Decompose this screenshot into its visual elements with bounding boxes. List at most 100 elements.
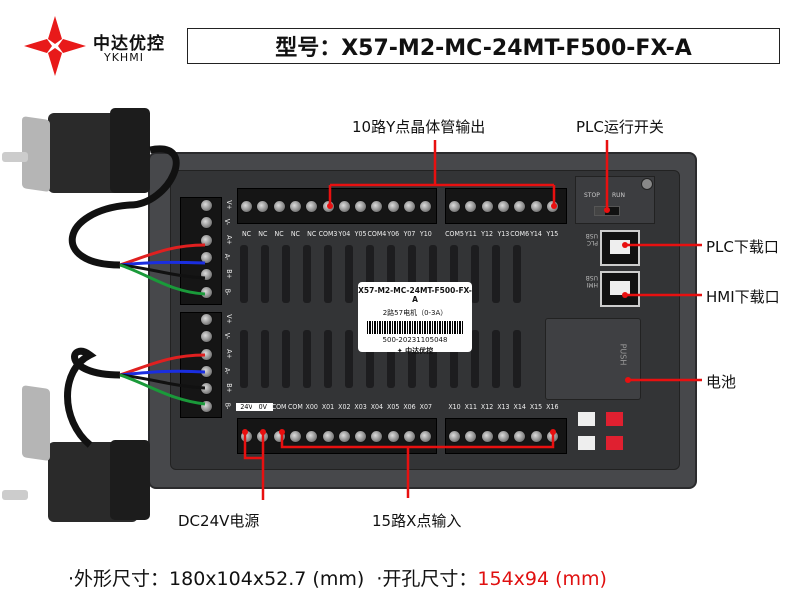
terminal-screw[interactable] bbox=[419, 430, 433, 443]
terminal-screw[interactable] bbox=[337, 430, 351, 443]
terminal-screw[interactable] bbox=[496, 430, 510, 443]
terminal-x-label: COM bbox=[271, 403, 287, 411]
motor-terminal-screw[interactable] bbox=[200, 199, 213, 212]
vent-slot bbox=[513, 330, 521, 388]
terminal-screw[interactable] bbox=[337, 200, 351, 213]
callout-y-output: 10路Y点晶体管输出 bbox=[352, 118, 486, 136]
terminal-screw[interactable] bbox=[370, 200, 384, 213]
terminal-x-label: 0V bbox=[252, 403, 274, 411]
callout-plc-port: PLC下载口 bbox=[706, 238, 779, 256]
vent-slot bbox=[492, 245, 500, 303]
vent-slot bbox=[282, 330, 290, 388]
label-brand: ✦ 中达优控 bbox=[396, 347, 434, 355]
terminal-screw[interactable] bbox=[513, 430, 527, 443]
vent-slot bbox=[408, 245, 416, 303]
terminal-screw[interactable] bbox=[354, 200, 368, 213]
stepper-motor-top bbox=[2, 108, 150, 193]
label-desc: 2路57电机（0-3A） bbox=[382, 309, 448, 317]
terminal-y-label: NC bbox=[241, 230, 252, 238]
terminal-x-label: COM bbox=[287, 403, 303, 411]
terminal-screw[interactable] bbox=[305, 200, 319, 213]
terminal-y-label: COM5 bbox=[445, 230, 464, 238]
logo-icon bbox=[24, 16, 86, 76]
terminal-y-label: COM3 bbox=[318, 230, 338, 238]
terminal-screw[interactable] bbox=[480, 430, 494, 443]
terminal-screw[interactable] bbox=[305, 430, 319, 443]
terminal-screw[interactable] bbox=[386, 430, 400, 443]
terminal-y-label: Y14 bbox=[530, 230, 542, 238]
terminal-x-label: X11 bbox=[464, 403, 477, 411]
cutout-size-label: ·开孔尺寸： bbox=[376, 568, 478, 590]
vent-slot bbox=[261, 245, 269, 303]
terminal-x-label: 24V bbox=[236, 403, 257, 411]
vent-slot bbox=[429, 245, 437, 303]
terminal-screw[interactable] bbox=[419, 200, 433, 213]
connector-red bbox=[606, 436, 623, 450]
motor-terminal-screw[interactable] bbox=[200, 233, 213, 247]
vent-slot bbox=[471, 245, 479, 303]
dimensions-footer: ·外形尺寸：180x104x52.7 (mm) ·开孔尺寸：154x94 (mm… bbox=[68, 564, 607, 591]
terminal-screw[interactable] bbox=[288, 200, 302, 213]
terminal-screw[interactable] bbox=[496, 200, 510, 213]
terminal-x-label: X15 bbox=[529, 403, 543, 411]
terminal-screw[interactable] bbox=[386, 200, 400, 213]
terminal-screw[interactable] bbox=[513, 200, 527, 213]
terminal-y-label: COM4 bbox=[367, 230, 387, 238]
terminal-x-label: X10 bbox=[448, 403, 461, 411]
vent-slot bbox=[345, 330, 353, 388]
vent-slot bbox=[387, 330, 395, 388]
motor1-cable bbox=[68, 145, 180, 269]
motor-terminal-screw[interactable] bbox=[200, 250, 213, 264]
vent-slot bbox=[450, 245, 458, 303]
brand-name-cn: 中达优控 bbox=[93, 34, 165, 54]
terminal-y-label: NC bbox=[290, 230, 300, 238]
callout-x-input: 15路X点输入 bbox=[372, 512, 462, 530]
terminal-x-label: X05 bbox=[387, 403, 400, 411]
terminal-screw[interactable] bbox=[529, 200, 543, 213]
terminal-screw[interactable] bbox=[321, 430, 335, 443]
terminal-screw[interactable] bbox=[403, 200, 416, 213]
terminal-x-label: X04 bbox=[370, 403, 384, 411]
terminal-screw[interactable] bbox=[403, 430, 416, 443]
callout-run-switch: PLC运行开关 bbox=[576, 118, 664, 136]
label-serial: 500-20231105048 bbox=[382, 336, 448, 344]
connector-red bbox=[606, 412, 623, 426]
callout-lines bbox=[243, 140, 702, 500]
vent-slot bbox=[492, 330, 500, 388]
terminal-x-label: X13 bbox=[497, 403, 510, 411]
terminal-x-label: X16 bbox=[546, 403, 559, 411]
terminal-screw[interactable] bbox=[370, 430, 384, 443]
switch-label-run: RUN bbox=[612, 192, 626, 199]
terminal-y-label: COM6 bbox=[510, 230, 530, 238]
terminal-screw[interactable] bbox=[272, 200, 286, 213]
vent-slot bbox=[282, 245, 290, 303]
terminal-screw[interactable] bbox=[448, 200, 461, 213]
terminal-y-label: Y12 bbox=[481, 230, 494, 238]
terminal-screw[interactable] bbox=[464, 430, 478, 443]
terminal-screw[interactable] bbox=[354, 430, 368, 443]
motor2-cable bbox=[64, 347, 121, 448]
motor-terminal-screw[interactable] bbox=[200, 330, 213, 344]
stepper-motor-bottom bbox=[2, 385, 150, 522]
terminal-screw[interactable] bbox=[256, 200, 270, 213]
terminal-screw[interactable] bbox=[448, 430, 461, 443]
terminal-screw[interactable] bbox=[480, 200, 494, 213]
terminal-screw[interactable] bbox=[240, 200, 253, 213]
vent-slot bbox=[513, 245, 521, 303]
terminal-screw[interactable] bbox=[464, 200, 478, 213]
vent-slot bbox=[366, 330, 374, 388]
connector-white bbox=[578, 412, 595, 426]
terminal-screw[interactable] bbox=[529, 430, 543, 443]
terminal-screw[interactable] bbox=[288, 430, 302, 443]
connector-white bbox=[578, 436, 595, 450]
terminal-y-label: NC bbox=[274, 230, 284, 238]
callout-power: DC24V电源 bbox=[178, 512, 260, 530]
battery-cover[interactable] bbox=[545, 318, 641, 400]
hmi-usb-port[interactable] bbox=[600, 271, 640, 307]
motor-terminal-screw[interactable] bbox=[200, 313, 213, 326]
motor-terminal-screw[interactable] bbox=[200, 216, 213, 230]
terminal-x-label: X06 bbox=[403, 403, 416, 411]
switch-label-stop: STOP bbox=[584, 192, 600, 199]
terminal-y-label: Y05 bbox=[354, 230, 367, 238]
vent-slot bbox=[345, 245, 353, 303]
